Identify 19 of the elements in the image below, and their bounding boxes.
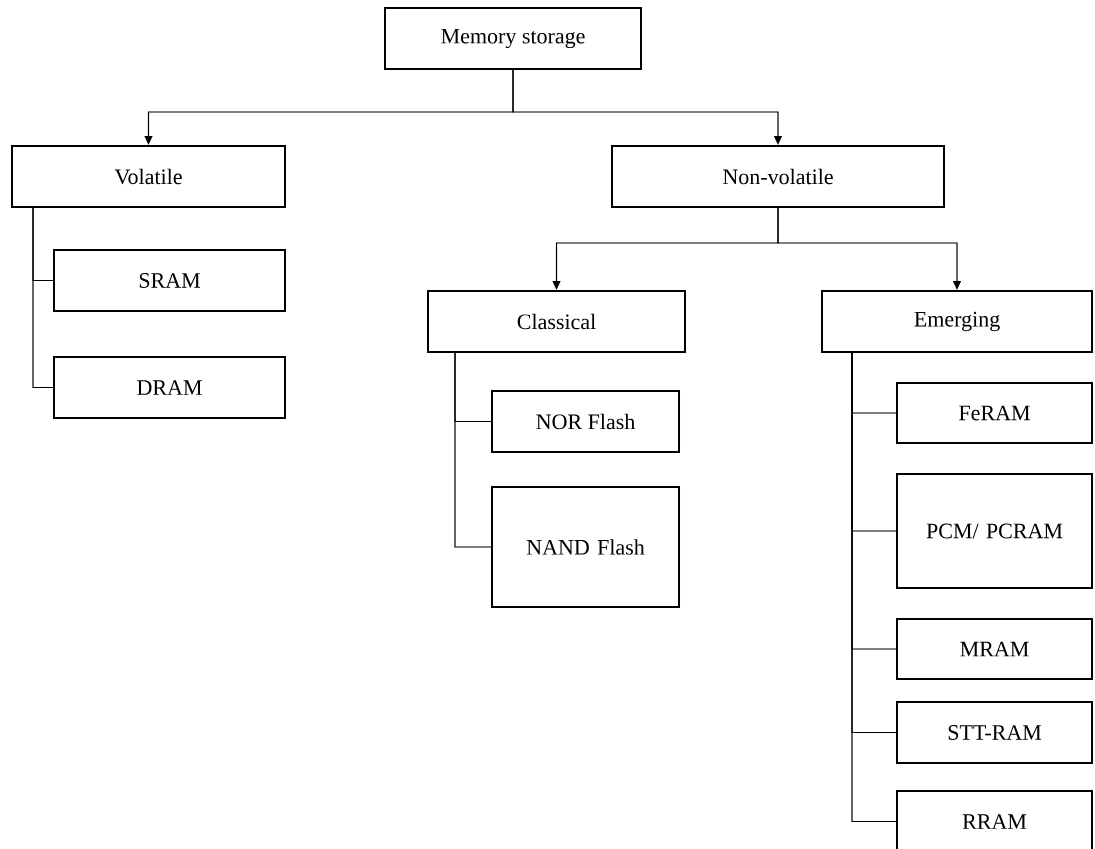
box: DRAM [53,356,286,419]
box: SRAM [53,249,286,312]
connector [851,352,897,823]
box: Memory storage [384,7,642,70]
box: MRAM [896,618,1093,680]
box: Classical [427,290,686,353]
box: FeRAM [896,382,1093,444]
box: Non-volatile [611,145,945,208]
connector [512,69,783,145]
box: STT-RAM [896,701,1093,764]
box: Emerging [821,290,1093,353]
box: RRAM [896,790,1093,849]
connector [32,207,54,389]
box: PCM/ PCRAM [896,473,1093,589]
box: NOR Flash [491,390,680,453]
box: Volatile [11,145,286,208]
connector [454,352,492,548]
connector [777,207,962,290]
box: NAND Flash [491,486,680,608]
